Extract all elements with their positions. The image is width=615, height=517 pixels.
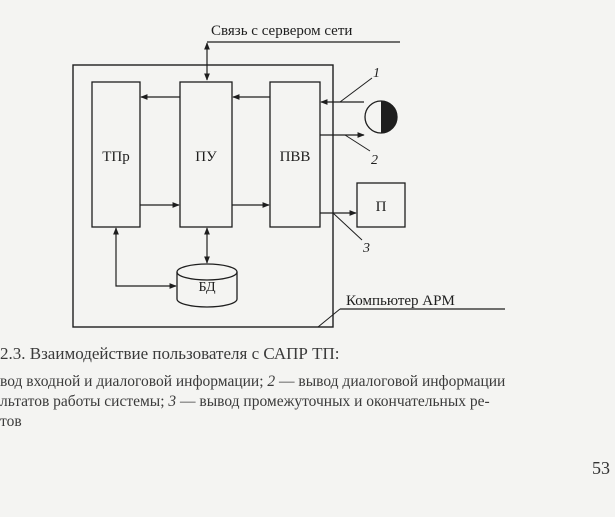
caption-line-3: тов [0, 413, 22, 430]
caption-text: — вывод диалоговой информации [275, 373, 506, 390]
callout-3: 3 [362, 241, 370, 256]
server-link-label: Связь с сервером сети [211, 23, 352, 39]
display-icon-shade [381, 101, 397, 133]
computer-label-leader [317, 308, 341, 328]
computer-frame [72, 64, 334, 328]
pvv-label: ПВВ [280, 149, 311, 165]
caption-line-2: льтатов работы системы; 3 — вывод промеж… [0, 392, 490, 412]
callout-2: 2 [371, 153, 378, 168]
callout-1: 1 [373, 66, 380, 81]
pvv-block [269, 81, 321, 228]
tpr-label: ТПр [102, 149, 130, 165]
caption-text: — вывод промежуточных и окончательных ре… [176, 393, 490, 410]
caption-line-1: вод входной и диалоговой информации; 2 —… [0, 372, 505, 392]
db-cylinder-top [176, 263, 238, 281]
printer-block [356, 182, 406, 228]
caption-number: 2 [267, 373, 276, 390]
page-number: 53 [592, 458, 610, 478]
pu-block [179, 81, 233, 228]
tpr-block [91, 81, 141, 228]
caption-text: вод входной и диалоговой информации; [0, 373, 268, 390]
caption-text: льтатов работы системы; [0, 393, 169, 410]
printer-label: П [376, 199, 387, 215]
computer-label: Компьютер АРМ [346, 293, 455, 309]
caption-title: 2.3. Взаимодействие пользователя с САПР … [0, 344, 340, 363]
callout-2-leader [344, 134, 371, 152]
db-cylinder [176, 272, 238, 308]
tpr-db-link [113, 227, 177, 289]
pu-label: ПУ [195, 149, 217, 165]
callout-1-leader [339, 77, 373, 103]
db-label: БД [198, 280, 216, 295]
callout-3-leader [332, 212, 363, 241]
caption-number: 3 [168, 393, 177, 410]
